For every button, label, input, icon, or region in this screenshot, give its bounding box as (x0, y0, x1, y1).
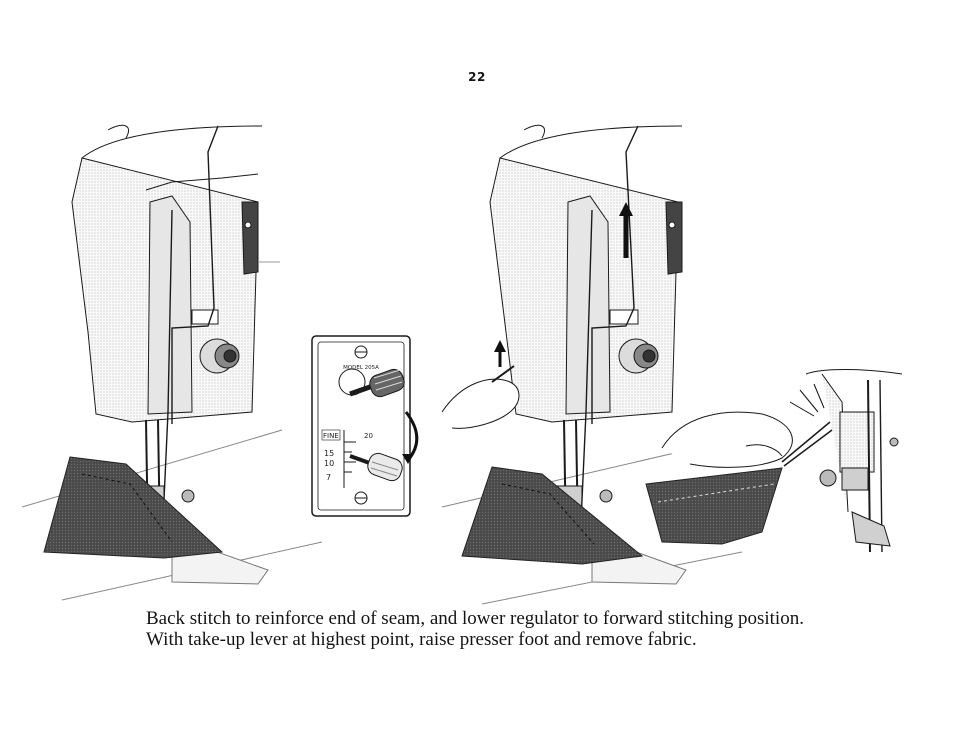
caption-line-back-stitch: Back stitch to reinforce end of seam, an… (146, 608, 804, 629)
regulator-scale-15: 15 (324, 449, 334, 458)
caption-line-remove-fabric: With take-up lever at highest point, rai… (146, 629, 697, 650)
instruction-caption: Back stitch to reinforce end of seam, an… (146, 608, 846, 650)
left-machine-drawing (22, 124, 323, 601)
regulator-model-label: MODEL 205A (343, 365, 379, 371)
regulator-lever (349, 368, 405, 398)
page-number: 22 (468, 70, 486, 84)
remove-fabric-drawing (645, 369, 903, 553)
center-machine-drawing (441, 124, 743, 605)
raise-presser-foot-arrow-icon (494, 340, 506, 367)
regulator-scale-7: 7 (326, 473, 331, 482)
stitch-regulator-panel: MODEL 205A FINE 20 15 10 7 (311, 335, 419, 517)
sewing-machine-illustration: MODEL 205A FINE 20 15 10 7 (22, 124, 903, 605)
take-up-lever-up-arrow-icon (619, 202, 633, 258)
regulator-fine-label: FINE (323, 432, 339, 440)
regulator-scale-top: 20 (364, 432, 373, 440)
regulator-lever-lowered (349, 452, 403, 482)
regulator-scale-10: 10 (324, 459, 334, 468)
